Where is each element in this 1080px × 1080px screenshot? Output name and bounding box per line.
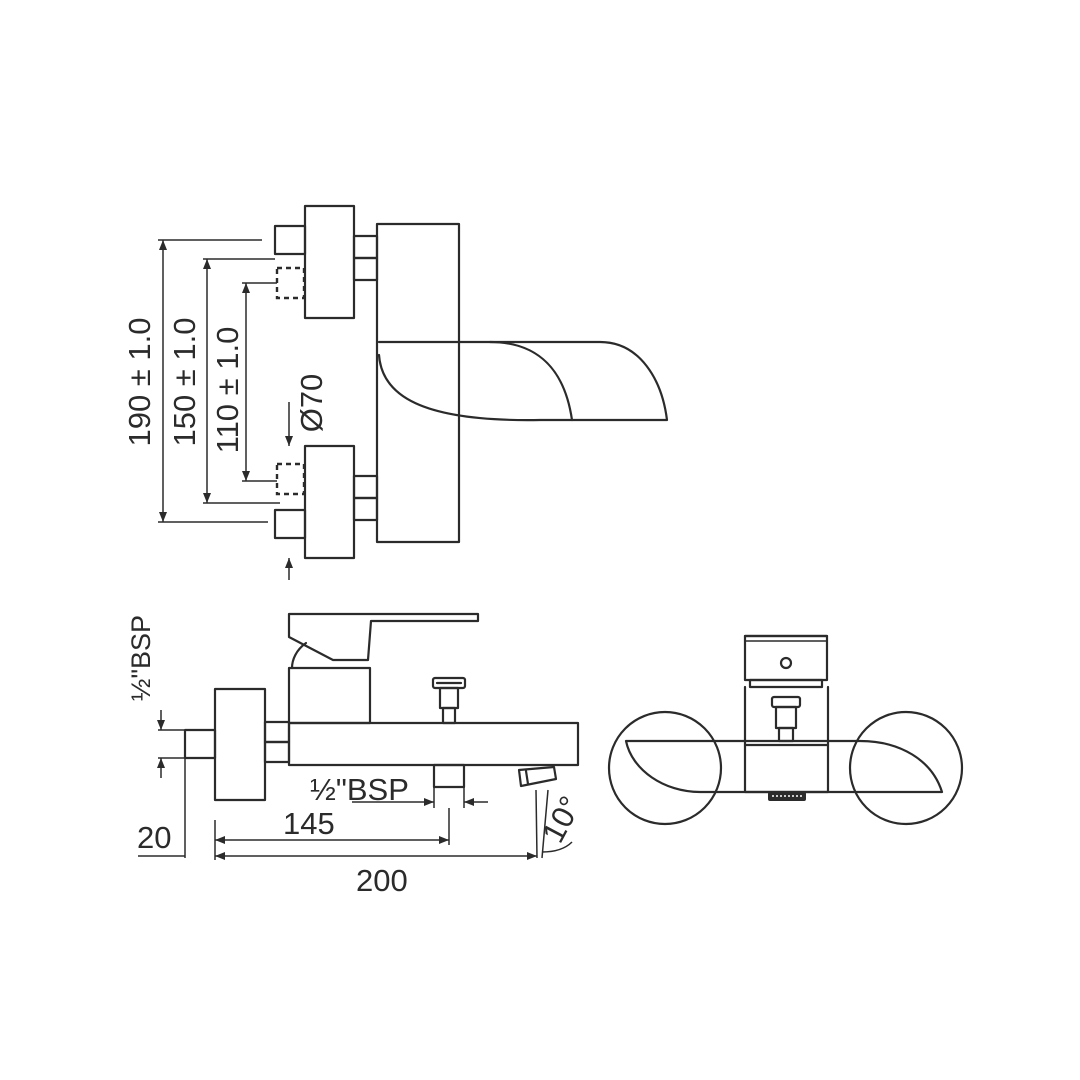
mixer-body-side (743, 743, 830, 794)
dim-110-label: 110 ± 1.0 (210, 327, 245, 454)
mixer-body-top (375, 222, 461, 544)
lever-handle (287, 612, 480, 662)
wall-connector-front (213, 687, 267, 802)
side-view (607, 634, 964, 826)
dim-bsp-inlet-label: ½"BSP (126, 615, 156, 701)
dim-200-line (215, 852, 537, 860)
aerator-side (768, 792, 806, 801)
indicator-hole (779, 656, 793, 670)
upper-connector (273, 204, 379, 320)
dim-190-label: 190 ± 1.0 (122, 317, 157, 446)
dim-200-label: 200 (356, 863, 408, 898)
dim-bsp-inlet-arrows (157, 710, 184, 778)
dim-dia70-label: Ø70 (294, 374, 329, 433)
shower-outlet (432, 763, 466, 789)
dim-150-label: 150 ± 1.0 (167, 317, 202, 446)
dim-angle-lines (535, 789, 573, 859)
dim-dia70-arrows (285, 402, 293, 580)
dim-20-label: 20 (137, 820, 171, 855)
top-view: 190 ± 1.0 150 ± 1.0 110 ± 1.0 Ø70 (122, 204, 669, 580)
spout-side (624, 739, 944, 794)
cartridge-housing (287, 666, 372, 725)
aerator (517, 765, 558, 788)
dim-bsp-outlet-arrows (352, 787, 488, 808)
mixer-body-front (287, 721, 580, 767)
right-rosette (848, 710, 964, 826)
dim-bsp-outlet-label: ½"BSP (310, 772, 409, 807)
dim-145-line (214, 808, 450, 860)
dim-150-line (203, 258, 280, 504)
dim-110-line (242, 282, 277, 482)
front-view: ½"BSP 20 ½"BSP 145 200 10° (126, 612, 588, 898)
lower-connector (273, 444, 379, 560)
spout-top (377, 340, 669, 422)
dim-190-line (158, 239, 268, 523)
left-rosette (607, 710, 723, 826)
dim-20-line (138, 758, 186, 858)
dim-145-label: 145 (283, 806, 335, 841)
